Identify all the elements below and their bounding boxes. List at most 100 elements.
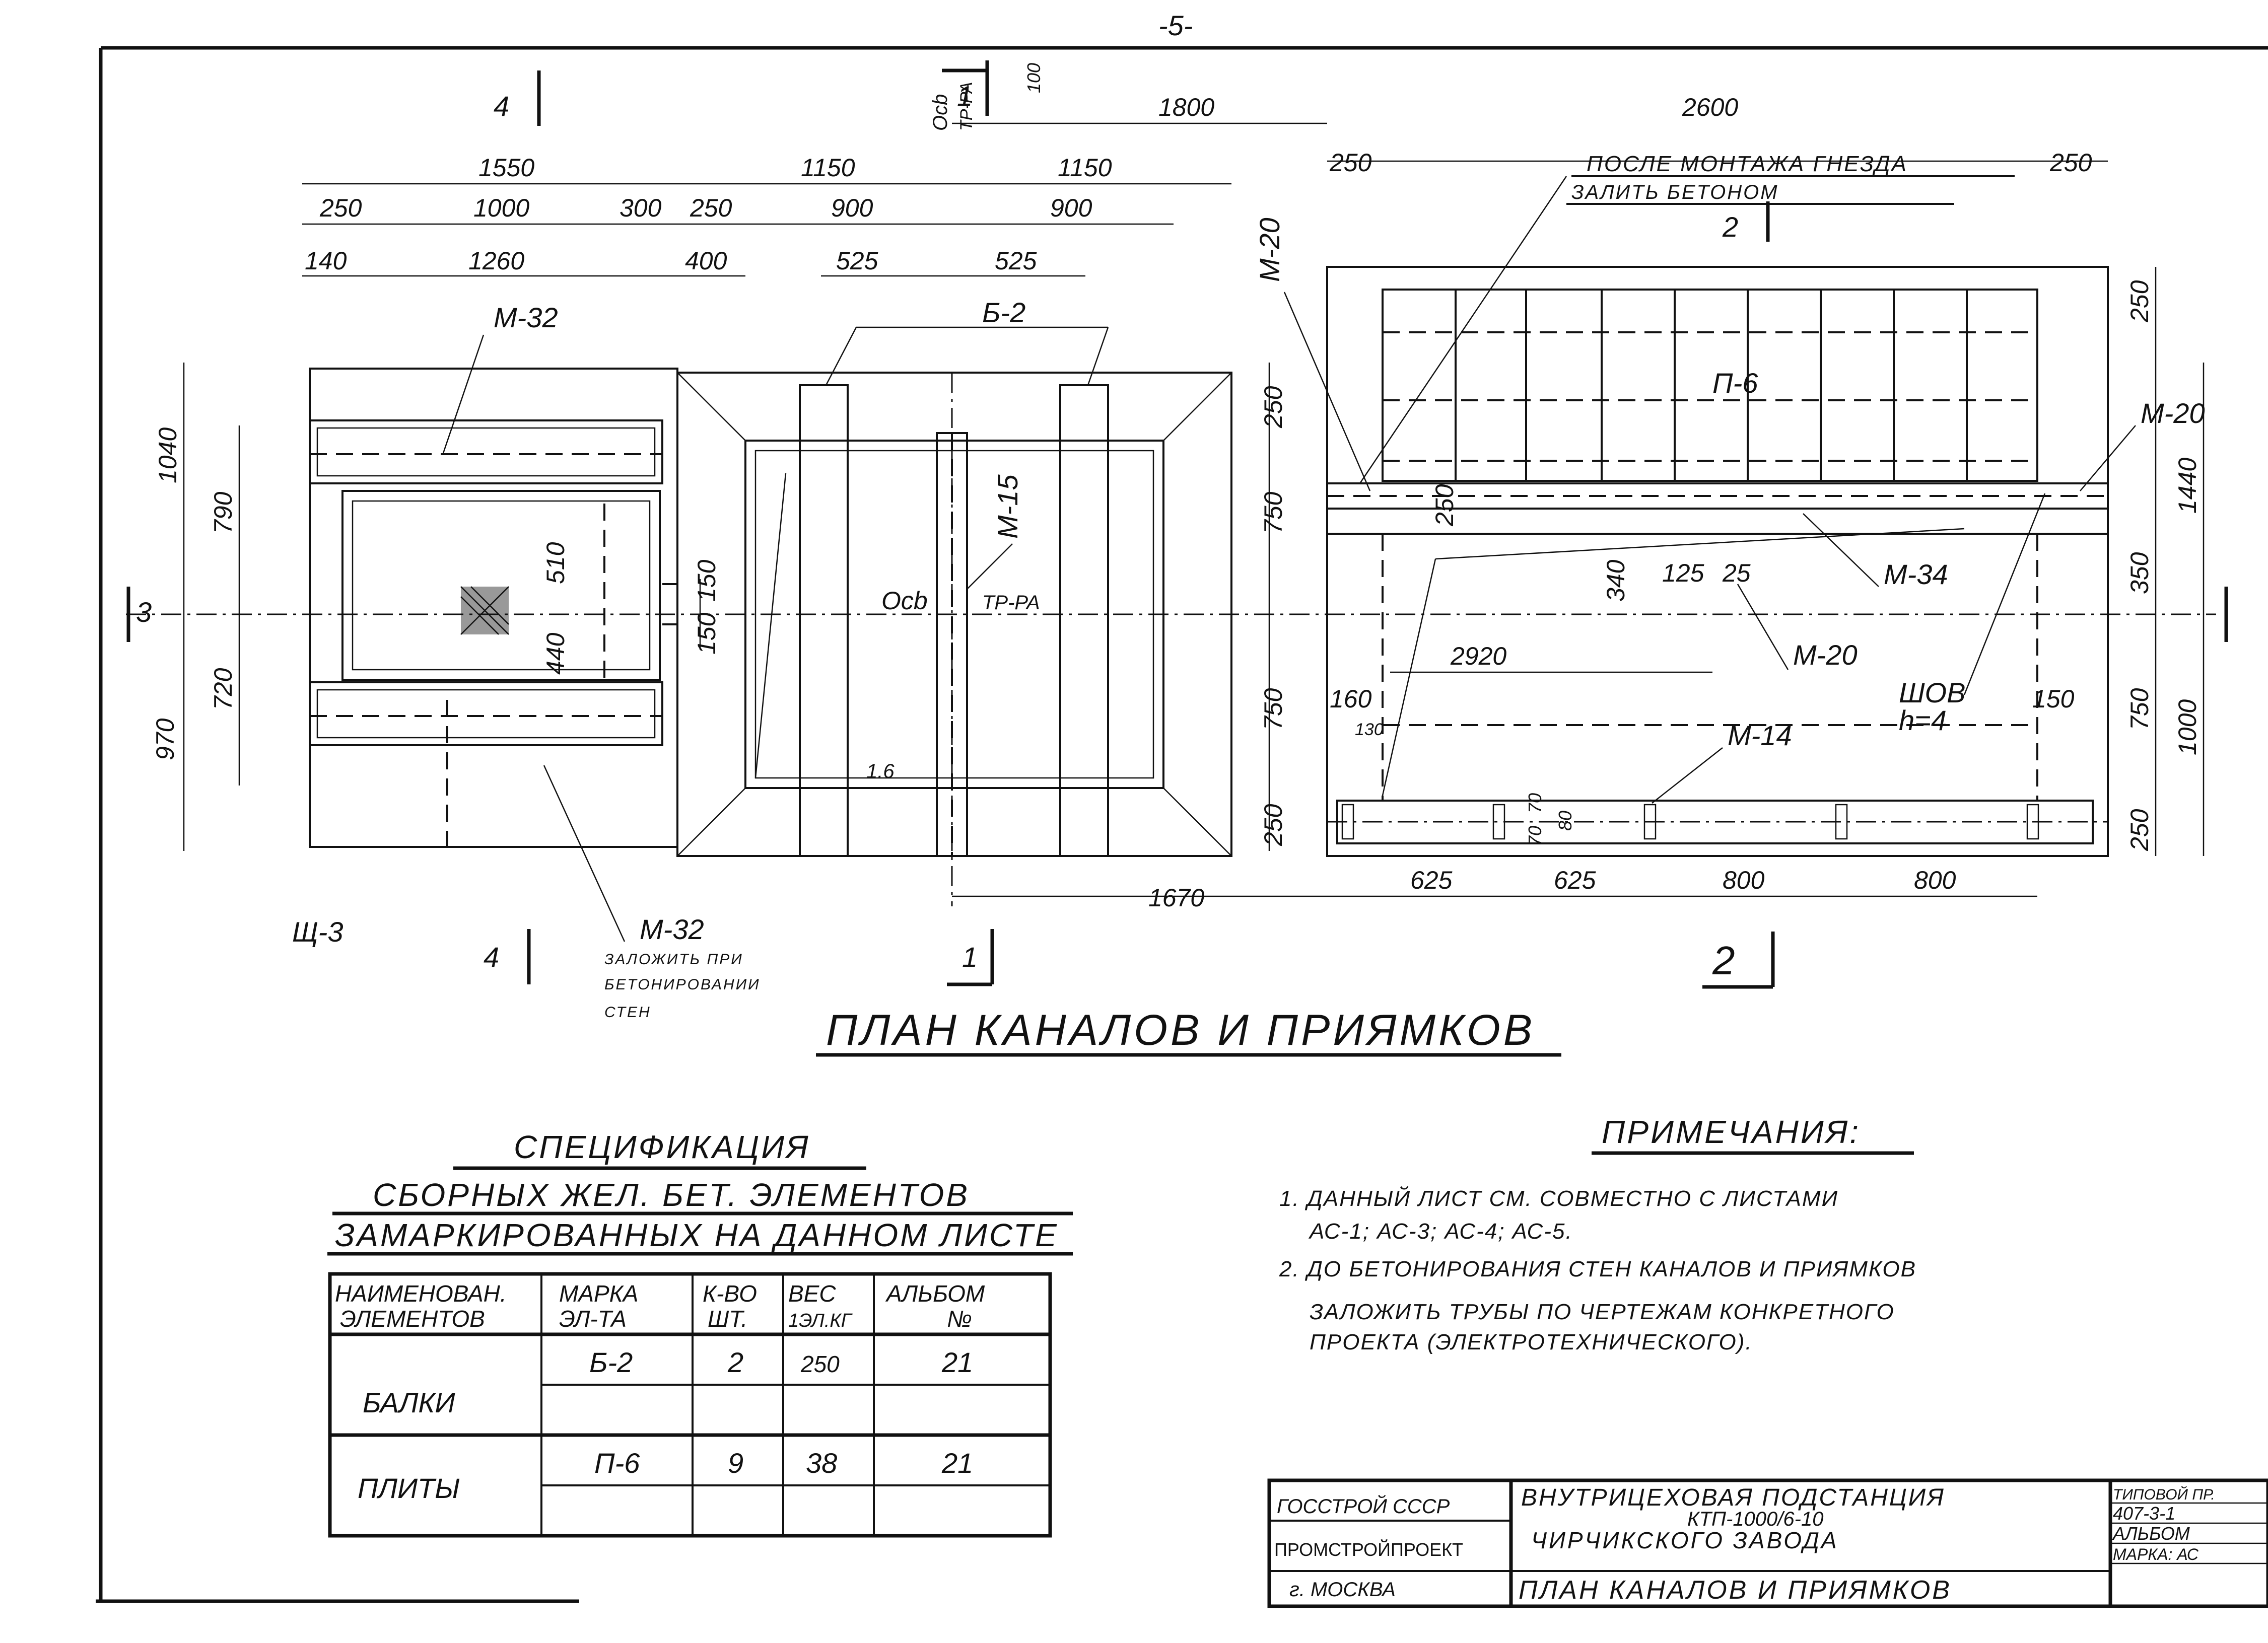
spec-header: МАРКА bbox=[559, 1280, 638, 1307]
tb-sheet-title: ПЛАН КАНАЛОВ И ПРИЯМКОВ bbox=[1519, 1576, 1952, 1605]
grout-note-line: ПОСЛЕ МОНТАЖА ГНЕЗДА bbox=[1587, 152, 1908, 176]
dim-text: 750 bbox=[1259, 688, 1287, 730]
label-shch3: Щ-3 bbox=[292, 916, 343, 948]
middle-channel-plan bbox=[676, 372, 1232, 906]
right-channel-plan bbox=[1326, 266, 2109, 857]
tb-org1: ГОССТРОЙ СССР bbox=[1277, 1494, 1450, 1518]
tb-org2: ПРОМСТРОЙПРОЕКТ bbox=[1274, 1539, 1463, 1560]
tb-project-line: ВНУТРИЦЕХОВАЯ ПОДСТАНЦИЯ bbox=[1521, 1484, 1945, 1511]
inline-notes: ЗАЛОЖИТЬ ПРИ БЕТОНИРОВАНИИ СТЕН ПОСЛЕ МО… bbox=[604, 152, 2015, 1021]
dim-text: 340 bbox=[1602, 559, 1630, 602]
grout-note-line: ЗАЛИТЬ БЕТОНОМ bbox=[1571, 181, 1779, 203]
spec-header: ЭЛЕМЕНТОВ bbox=[340, 1306, 485, 1332]
label-slope: 1.6 bbox=[866, 760, 895, 782]
dim-text: 1000 bbox=[2173, 699, 2202, 755]
spec-subtitle-2: ЗАМАРКИРОВАННЫХ НА ДАННОМ ЛИСТЕ bbox=[335, 1217, 1059, 1253]
spec-row-weight: 250 bbox=[800, 1351, 840, 1377]
section-mark-4-bottom: 4 bbox=[484, 941, 499, 973]
dim-text: 130 bbox=[1355, 720, 1384, 739]
left-pit-plan bbox=[309, 368, 678, 848]
label-b2: Б-2 bbox=[982, 297, 1025, 328]
dim-text: 25 bbox=[1722, 559, 1751, 587]
spec-row-name: ПЛИТЫ bbox=[358, 1472, 460, 1504]
dim-text: 1040 bbox=[154, 427, 182, 483]
dim-text: 720 bbox=[209, 668, 237, 710]
section-mark-1-bottom: 1 bbox=[962, 941, 978, 973]
label-p6: П-6 bbox=[1712, 367, 1758, 399]
dim-text: 1550 bbox=[478, 154, 534, 182]
dim-text: 150 bbox=[693, 612, 721, 655]
section-mark-2-top: 2 bbox=[1722, 211, 1738, 243]
m32-note-line: БЕТОНИРОВАНИИ bbox=[604, 976, 761, 993]
spec-header: № bbox=[947, 1306, 972, 1332]
dim-text: 250 bbox=[1259, 804, 1287, 846]
dim-text: 100 bbox=[1023, 63, 1044, 93]
dim-text: 400 bbox=[685, 247, 727, 275]
dim-text: 800 bbox=[1723, 866, 1765, 894]
section-mark-4-top: 4 bbox=[494, 90, 509, 122]
spec-row-qty: 2 bbox=[727, 1346, 743, 1378]
spec-header: ЭЛ-ТА bbox=[559, 1306, 627, 1332]
label-m15: М-15 bbox=[992, 474, 1023, 539]
dim-text: 2920 bbox=[1450, 642, 1506, 670]
spec-header: АЛЬБОМ bbox=[885, 1280, 985, 1307]
dim-text: 150 bbox=[693, 559, 721, 602]
dim-text: 1150 bbox=[1058, 154, 1112, 182]
element-labels: М-32 М-32 Б-2 М-15 Щ-3 М-20 П-6 М-20 М-3… bbox=[292, 82, 2205, 948]
tb-right: АЛЬБОМ bbox=[2112, 1523, 2190, 1544]
dim-text: 250 bbox=[1329, 149, 1372, 177]
tb-right: 407-3-1 bbox=[2113, 1503, 2175, 1524]
note-line: ПРОЕКТА (ЭЛЕКТРОТЕХНИЧЕСКОГО). bbox=[1310, 1330, 1753, 1354]
dim-text: 1000 bbox=[473, 194, 529, 222]
m32-note-line: ЗАЛОЖИТЬ ПРИ bbox=[604, 951, 743, 968]
spec-row-name: БАЛКИ bbox=[363, 1387, 455, 1418]
dim-text: 140 bbox=[305, 247, 347, 275]
notes: ПРИМЕЧАНИЯ: 1. ДАННЫЙ ЛИСТ СМ. СОВМЕСТНО… bbox=[1279, 1114, 1916, 1354]
label-axis-top: Осb bbox=[929, 94, 951, 131]
section-mark-1-top: 1 bbox=[957, 80, 973, 112]
note-line: 2. ДО БЕТОНИРОВАНИЯ СТЕН КАНАЛОВ И ПРИЯМ… bbox=[1279, 1257, 1916, 1281]
spec-title: СПЕЦИФИКАЦИЯ bbox=[514, 1129, 810, 1165]
spec-row-mark: Б-2 bbox=[589, 1346, 633, 1378]
dim-text: 750 bbox=[2125, 688, 2154, 730]
dim-text: 80 bbox=[1555, 811, 1575, 831]
tb-project-line: КТП-1000/6-10 bbox=[1687, 1508, 1823, 1530]
dim-text: 970 bbox=[151, 718, 179, 760]
dim-text: 1670 bbox=[1148, 884, 1204, 912]
dim-text: 440 bbox=[541, 632, 570, 675]
label-seam: ШОВ bbox=[1899, 677, 1965, 708]
spec-row-album: 21 bbox=[941, 1447, 973, 1479]
dim-text: 625 bbox=[1410, 866, 1453, 894]
dim-text: 1800 bbox=[1158, 93, 1214, 121]
label-m32-top: М-32 bbox=[494, 302, 558, 333]
plan-title: ПЛАН КАНАЛОВ И ПРИЯМКОВ bbox=[826, 1006, 1535, 1054]
dim-text: 625 bbox=[1554, 866, 1596, 894]
dim-text: 70 bbox=[1525, 826, 1545, 846]
sheet-number: -5- bbox=[1158, 10, 1193, 41]
tb-org3: г. МОСКВА bbox=[1289, 1579, 1396, 1601]
dim-text: 525 bbox=[836, 247, 878, 275]
dim-text: 525 bbox=[995, 247, 1037, 275]
dim-text: 750 bbox=[1259, 491, 1287, 534]
spec-row-qty: 9 bbox=[728, 1447, 743, 1479]
dim-text: 790 bbox=[209, 491, 237, 534]
dim-text: 160 bbox=[1330, 685, 1372, 713]
notes-title: ПРИМЕЧАНИЯ: bbox=[1602, 1114, 1861, 1150]
dim-text: 350 bbox=[2125, 552, 2154, 594]
dim-text: 2600 bbox=[1682, 93, 1738, 121]
dim-text: 250 bbox=[2125, 280, 2154, 323]
label-tr-ra: ТР-РА bbox=[982, 592, 1040, 614]
spec-header: НАИМЕНОВАН. bbox=[335, 1280, 507, 1307]
spec-subtitle: СБОРНЫХ ЖЕЛ. БЕТ. ЭЛЕМЕНТОВ bbox=[373, 1177, 970, 1213]
dim-text: 250 bbox=[319, 194, 362, 222]
tb-right: МАРКА: АС bbox=[2113, 1545, 2199, 1563]
label-tr-ra-top: ТР-РА bbox=[957, 82, 976, 131]
spec-row-weight: 38 bbox=[806, 1447, 837, 1479]
label-m20-right: М-20 bbox=[2141, 397, 2205, 429]
spec-header: 1ЭЛ.КГ bbox=[788, 1310, 853, 1331]
section-mark-3: 3 bbox=[136, 596, 152, 628]
note-line: АС-1; АС-3; АС-4; АС-5. bbox=[1308, 1219, 1573, 1244]
dim-text: 250 bbox=[1430, 484, 1459, 527]
label-m32-bottom: М-32 bbox=[640, 913, 704, 945]
